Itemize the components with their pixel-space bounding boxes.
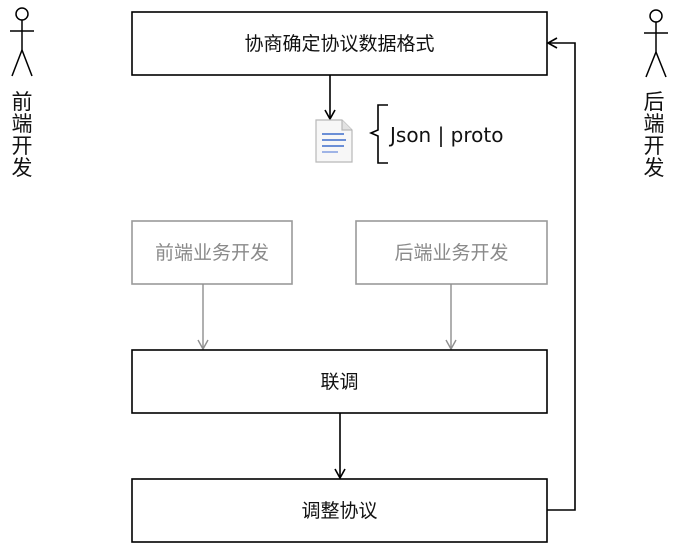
step-backend-dev: 后端业务开发 xyxy=(355,220,548,285)
step-adjust: 调整协议 xyxy=(131,478,548,543)
actor-backend-char-2: 端 xyxy=(644,112,665,136)
stick-figure-icon xyxy=(10,7,34,77)
step-adjust-label: 调整协议 xyxy=(301,500,377,522)
format-annotation: Json | proto xyxy=(368,104,503,164)
step-negotiate-label: 协商确定协议数据格式 xyxy=(244,33,434,55)
step-frontend-dev: 前端业务开发 xyxy=(131,220,293,285)
actor-frontend-char-1: 前 xyxy=(12,90,33,114)
step-frontend-dev-label: 前端业务开发 xyxy=(155,242,269,264)
actor-backend: 后 端 开 发 xyxy=(644,9,668,180)
actor-backend-char-3: 开 xyxy=(644,134,665,158)
bracket-icon xyxy=(368,104,388,164)
document-icon xyxy=(315,119,353,163)
step-backend-dev-label: 后端业务开发 xyxy=(394,242,508,264)
actor-frontend-char-2: 端 xyxy=(12,112,33,136)
actor-frontend-char-3: 开 xyxy=(12,134,33,158)
step-negotiate: 协商确定协议数据格式 xyxy=(131,11,548,76)
stick-figure-icon xyxy=(644,9,668,78)
arrow-adjust-to-negotiate xyxy=(546,37,576,511)
actor-frontend-char-4: 发 xyxy=(12,156,33,180)
actor-backend-char-4: 发 xyxy=(644,156,665,180)
step-integrate: 联调 xyxy=(131,349,548,414)
format-label: Json | proto xyxy=(388,123,503,147)
actor-frontend: 前 端 开 发 xyxy=(10,7,34,180)
step-integrate-label: 联调 xyxy=(320,371,358,393)
actor-backend-char-1: 后 xyxy=(644,90,665,114)
